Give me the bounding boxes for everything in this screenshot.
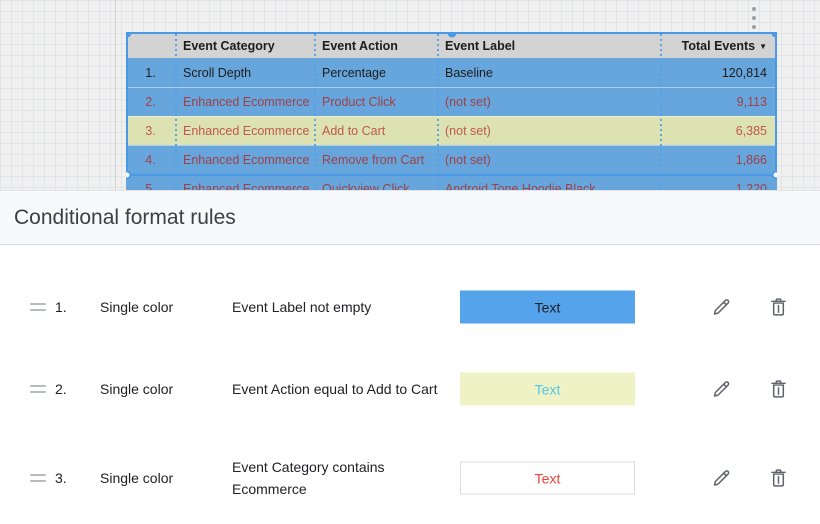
format-rule-row: 2. Single color Event Action equal to Ad… bbox=[0, 353, 820, 425]
resize-handle-top-left[interactable] bbox=[126, 32, 132, 38]
rule-color-swatch[interactable]: Text bbox=[460, 290, 635, 324]
drag-handle-icon[interactable] bbox=[30, 303, 46, 311]
table-row[interactable]: 3. Enhanced Ecommerce Add to Cart (not s… bbox=[126, 116, 777, 145]
events-table[interactable]: Event Category Event Action Event Label … bbox=[126, 32, 777, 190]
column-header-event-label[interactable]: Event Label bbox=[445, 39, 516, 53]
column-header-event-action[interactable]: Event Action bbox=[322, 39, 398, 53]
panel-header: Conditional format rules bbox=[0, 191, 820, 245]
cell-total: 1,220 bbox=[735, 182, 767, 190]
row-index: 5. bbox=[145, 182, 156, 190]
edit-pencil-icon[interactable] bbox=[711, 379, 732, 400]
format-rule-row: 1. Single color Event Label not empty Te… bbox=[0, 271, 820, 343]
rule-type: Single color bbox=[100, 470, 174, 486]
conditional-format-panel: Conditional format rules 1. Single color… bbox=[0, 190, 820, 524]
report-canvas: Event Category Event Action Event Label … bbox=[0, 0, 820, 190]
resize-handle-bottom-right[interactable] bbox=[771, 170, 777, 180]
selection-border-right bbox=[775, 32, 777, 176]
drag-handle-icon[interactable] bbox=[30, 385, 46, 393]
cell-label: Baseline bbox=[445, 65, 493, 80]
resize-handle-top-right[interactable] bbox=[771, 32, 777, 38]
rule-index: 2. bbox=[55, 381, 67, 397]
rule-index: 1. bbox=[55, 299, 67, 315]
cell-category: Enhanced Ecommerce bbox=[183, 124, 310, 138]
cell-total: 1,866 bbox=[735, 153, 767, 167]
selection-border-bottom bbox=[126, 174, 777, 176]
cell-label: Android Tone Hoodie Black bbox=[445, 182, 596, 190]
cell-category: Enhanced Ecommerce bbox=[183, 95, 310, 109]
cell-category: Scroll Depth bbox=[183, 65, 252, 80]
rule-type: Single color bbox=[100, 381, 174, 397]
column-header-total-events[interactable]: Total Events▼ bbox=[681, 39, 767, 53]
column-divider-3[interactable] bbox=[437, 34, 439, 190]
row-index: 4. bbox=[145, 153, 156, 167]
cell-label: (not set) bbox=[445, 124, 491, 138]
cell-action: Quickview Click bbox=[322, 182, 410, 190]
cell-action: Remove from Cart bbox=[322, 153, 425, 167]
swatch-label: Text bbox=[534, 470, 561, 486]
more-options-icon[interactable] bbox=[749, 7, 759, 29]
rule-color-swatch[interactable]: Text bbox=[460, 372, 635, 406]
rule-color-swatch[interactable]: Text bbox=[460, 461, 635, 495]
cell-category: Enhanced Ecommerce bbox=[183, 182, 310, 190]
table-row[interactable]: 2. Enhanced Ecommerce Product Click (not… bbox=[126, 87, 777, 116]
column-divider-2[interactable] bbox=[314, 34, 316, 190]
delete-trash-icon[interactable] bbox=[768, 468, 789, 489]
rule-index: 3. bbox=[55, 470, 67, 486]
row-index: 2. bbox=[145, 95, 156, 109]
table-body: 1. Scroll Depth Percentage Baseline 120,… bbox=[126, 58, 777, 190]
cell-total: 120,814 bbox=[721, 65, 767, 80]
cell-action: Product Click bbox=[322, 95, 396, 109]
swatch-label: Text bbox=[534, 299, 561, 315]
cell-total: 6,385 bbox=[735, 124, 767, 138]
format-rule-row: 3. Single color Event Category contains … bbox=[0, 442, 820, 514]
column-header-event-category[interactable]: Event Category bbox=[183, 39, 275, 53]
resize-handle-bottom-left[interactable] bbox=[126, 170, 132, 180]
cell-action: Percentage bbox=[322, 65, 386, 80]
resize-handle-top-middle[interactable] bbox=[447, 32, 457, 38]
selection-border-left bbox=[126, 32, 128, 176]
cell-label: (not set) bbox=[445, 153, 491, 167]
cell-label: (not set) bbox=[445, 95, 491, 109]
table-row[interactable]: 1. Scroll Depth Percentage Baseline 120,… bbox=[126, 58, 777, 87]
table-row[interactable]: 5. Enhanced Ecommerce Quickview Click An… bbox=[126, 174, 777, 190]
delete-trash-icon[interactable] bbox=[768, 379, 789, 400]
row-index: 1. bbox=[145, 65, 156, 80]
panel-title: Conditional format rules bbox=[14, 205, 236, 229]
rule-condition: Event Label not empty bbox=[232, 299, 372, 315]
edit-pencil-icon[interactable] bbox=[711, 297, 732, 318]
column-divider-1[interactable] bbox=[175, 34, 177, 190]
rule-condition: Event Category contains Ecommerce bbox=[232, 459, 385, 497]
row-index: 3. bbox=[145, 124, 156, 138]
delete-trash-icon[interactable] bbox=[768, 297, 789, 318]
rule-condition: Event Action equal to Add to Cart bbox=[232, 381, 438, 397]
swatch-label: Text bbox=[534, 381, 561, 397]
page-guide-line bbox=[115, 0, 116, 190]
column-divider-4[interactable] bbox=[660, 34, 662, 190]
cell-action: Add to Cart bbox=[322, 124, 386, 138]
table-header-row: Event Category Event Action Event Label … bbox=[126, 34, 777, 58]
rule-type: Single color bbox=[100, 299, 174, 315]
sort-desc-icon: ▼ bbox=[759, 42, 767, 51]
edit-pencil-icon[interactable] bbox=[711, 468, 732, 489]
cell-total: 9,113 bbox=[736, 95, 767, 109]
table-row[interactable]: 4. Enhanced Ecommerce Remove from Cart (… bbox=[126, 145, 777, 174]
drag-handle-icon[interactable] bbox=[30, 474, 46, 482]
cell-category: Enhanced Ecommerce bbox=[183, 153, 310, 167]
